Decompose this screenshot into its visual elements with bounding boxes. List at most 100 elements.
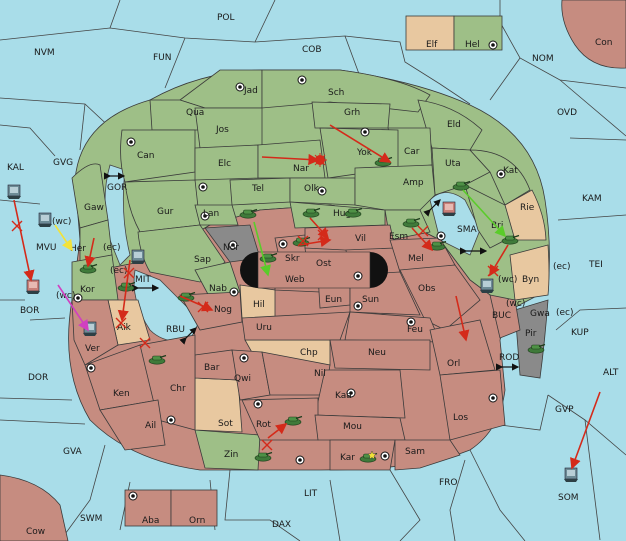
label-gor: GOR [107,183,127,193]
region-kor[interactable] [71,254,119,301]
coast-tag-gwa-ec: (ec) [556,308,574,318]
label-ail: Ail [145,421,156,431]
label-web: Web [285,275,305,285]
label-ver: Ver [85,344,100,354]
label-neu: Neu [368,348,386,358]
region-pir[interactable] [514,299,549,379]
label-gur: Gur [157,207,174,217]
fleet-buc-icon [479,278,495,294]
label-jad: Jad [243,86,258,96]
region-con[interactable] [561,0,626,69]
label-kup: KUP [571,328,589,338]
region-kaa[interactable] [314,369,406,419]
label-aba: Aba [142,516,159,526]
supply-centers [73,40,506,501]
label-gva: GVA [63,447,83,457]
region-gur[interactable] [124,179,201,233]
region-orn[interactable] [170,489,218,527]
label-mit: MIT [135,275,151,285]
label-lit: LIT [304,489,318,499]
label-chr: Chr [170,384,186,394]
label-nil: Nil [314,369,326,379]
fleet-mit-icon [130,249,146,265]
label-kam: KAM [582,194,602,204]
label-yok: Yok [356,148,373,158]
star-marker-icon [367,450,377,460]
region-los[interactable] [439,369,506,441]
coast-tag-her-ec: (ec) [103,243,121,253]
label-feu: Feu [407,325,423,335]
label-orn: Orn [189,516,205,526]
failed-order-markers [11,220,499,451]
inner-sea-gor [104,164,131,266]
label-los: Los [453,413,468,423]
region-zin[interactable] [194,429,261,471]
label-aik: Aik [117,323,132,333]
label-sot: Sot [218,419,233,429]
fleet-kal-icon [6,184,22,200]
region-neu[interactable] [329,339,431,371]
label-rbu: RBU [166,325,185,335]
orders [13,124,601,470]
coast-tag-byn-wc: (wc) [498,275,517,285]
label-nab: Nab [209,284,227,294]
label-gvp: GVP [555,405,574,415]
label-sch: Sch [328,88,344,98]
label-ovd: OVD [557,108,577,118]
label-mou: Mou [343,422,362,432]
label-hel: Hel [465,40,480,50]
label-dax: DAX [272,520,291,530]
region-elf[interactable] [405,15,455,51]
label-car: Car [404,147,420,157]
coast-tag-gwa-wc: (wc) [506,299,525,309]
label-kor: Kor [80,285,95,295]
label-cow: Cow [26,527,45,537]
region-ail[interactable] [99,399,166,451]
label-eun: Eun [325,295,342,305]
coast-tag-mvu-wc: (wc) [52,217,71,227]
region-sam[interactable] [394,439,461,471]
label-kal: KAL [7,163,24,173]
region-gwa[interactable] [489,294,521,339]
label-jos: Jos [215,125,229,135]
region-can[interactable] [120,129,196,183]
label-qua: Qua [186,108,204,118]
label-fun: FUN [153,53,172,63]
region-vil[interactable] [304,224,396,251]
label-tei: TEI [588,260,603,270]
rbu-link-icon [179,327,197,345]
region-gaw[interactable] [71,163,109,229]
label-gwa: Gwa [530,309,550,319]
region-kar[interactable] [329,439,396,471]
region-cow[interactable] [0,474,69,541]
label-elf: Elf [426,40,438,50]
region-eld[interactable] [417,99,483,151]
label-orl: Orl [447,359,460,369]
label-cob: COB [302,45,322,55]
label-mvu: MVU [36,243,57,253]
fleet-mvu-icon [37,212,53,228]
label-sap: Sap [194,255,211,265]
label-pol: POL [217,13,235,23]
adjacency-markers [104,172,520,371]
label-nor: Nor [223,243,239,253]
label-sun: Sun [362,295,379,305]
label-alt: ALT [603,368,619,378]
label-kaa: Kaa [335,391,352,401]
label-sma: SMA [457,225,477,235]
region-orl[interactable] [429,319,496,376]
label-esm: Esm [389,232,408,242]
label-nvm: NVM [34,48,55,58]
label-ken: Ken [113,389,130,399]
region-rie[interactable] [504,189,547,241]
label-fro: FRO [439,478,458,488]
label-dor: DOR [28,373,48,383]
fleet-ver-icon [82,321,98,337]
label-byn: Byn [522,275,539,285]
label-buc: BUC [492,311,511,321]
region-byn[interactable] [509,244,550,301]
label-elc: Elc [218,159,231,169]
label-obs: Obs [418,284,436,294]
